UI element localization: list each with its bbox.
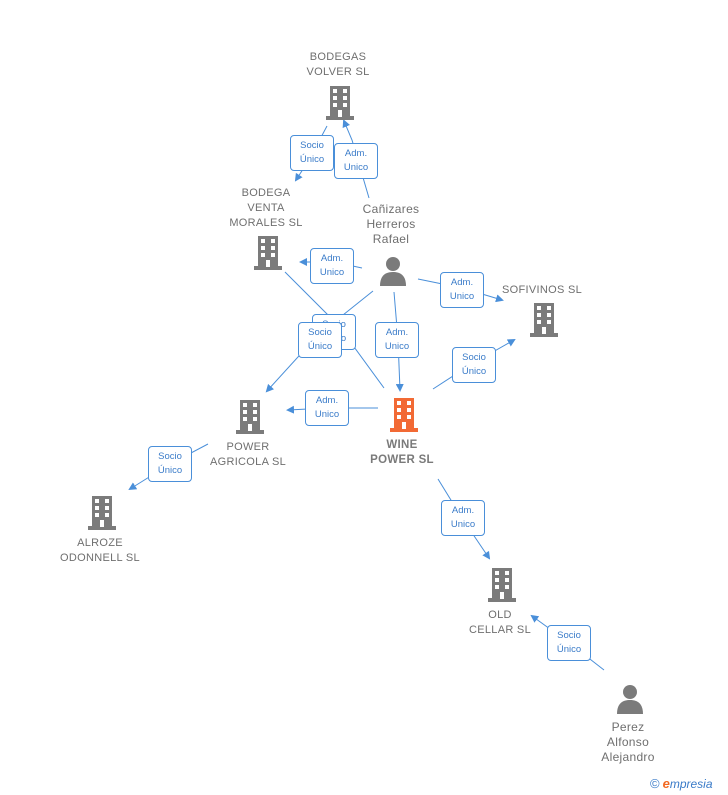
person-label: Cañizares Herreros Rafael xyxy=(362,202,420,246)
person-label: Perez Alfonso Alejandro xyxy=(601,720,655,764)
brand-footer[interactable]: ©empresia xyxy=(650,776,713,791)
building-icon xyxy=(326,86,354,120)
company-label: SOFIVINOS SL xyxy=(501,284,582,296)
relation-badge[interactable]: Adm.Unico xyxy=(334,143,378,179)
company-label: OLD CELLAR SL xyxy=(468,609,531,636)
building-icon xyxy=(530,303,558,337)
relation-badge[interactable]: Adm.Unico xyxy=(310,248,354,284)
copyright-icon: © xyxy=(650,776,660,791)
building-icon xyxy=(236,400,264,434)
brand-logo-e: e xyxy=(662,776,670,791)
company-label: WINE POWER SL xyxy=(370,439,434,466)
relation-badge[interactable]: Adm.Unico xyxy=(441,500,485,536)
relation-badge[interactable]: Adm.Unico xyxy=(440,272,484,308)
person-icon xyxy=(617,685,643,714)
company-label: ALROZE ODONNELL SL xyxy=(60,537,140,564)
relation-badge[interactable]: Adm.Unico xyxy=(375,322,419,358)
company-label: BODEGA VENTA MORALES SL xyxy=(229,187,303,229)
person-icon xyxy=(380,257,406,286)
brand-logo-text: mpresia xyxy=(669,777,713,791)
company-label: BODEGAS VOLVER SL xyxy=(306,51,370,78)
relation-badge[interactable]: Adm.Unico xyxy=(305,390,349,426)
building-icon xyxy=(88,496,116,530)
building-icon xyxy=(488,568,516,602)
building-icon xyxy=(254,236,282,270)
building-icon-main xyxy=(390,398,418,432)
company-label: POWER AGRICOLA SL xyxy=(209,441,287,468)
